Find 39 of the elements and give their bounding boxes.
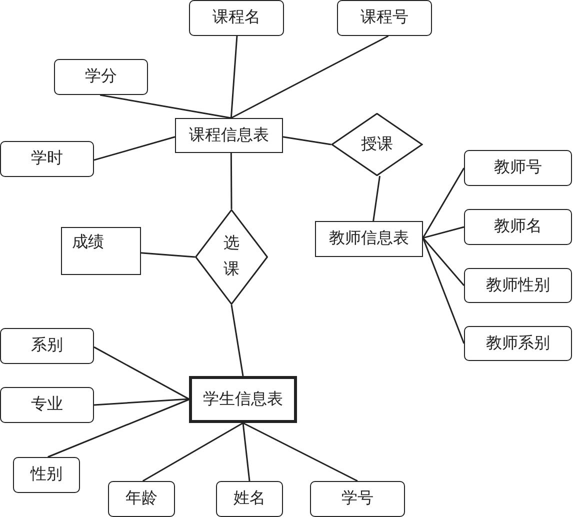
- connector-line: [230, 35, 389, 119]
- connector-line: [94, 398, 190, 406]
- connector-line: [230, 36, 238, 118]
- connector-line: [100, 94, 232, 119]
- connector-line: [422, 168, 465, 238]
- attribute-box: 专业: [0, 387, 94, 423]
- connector-line: [372, 176, 380, 222]
- connector-line: [140, 252, 196, 258]
- attribute-box: 教师系别: [464, 326, 572, 361]
- attribute-box: 姓名: [216, 481, 283, 517]
- attribute-box: 学时: [0, 141, 94, 177]
- attribute-box: 学分: [54, 59, 148, 95]
- attribute-box: 成绩: [61, 227, 141, 275]
- attribute-box: 性别: [13, 457, 80, 493]
- connector-line: [282, 136, 332, 146]
- attribute-box: 学号: [310, 481, 405, 517]
- attribute-box: 系别: [0, 328, 94, 364]
- attribute-box: 课程名: [189, 0, 284, 36]
- connector-line: [422, 226, 464, 239]
- attribute-box: 教师号: [464, 150, 572, 186]
- connector-line: [48, 398, 190, 458]
- connector-line: [242, 422, 250, 482]
- connector-line: [230, 153, 232, 209]
- entity-box: 课程信息表: [175, 118, 283, 153]
- connector-line: [230, 304, 244, 376]
- attribute-box: 年龄: [108, 481, 175, 517]
- entity-box: 教师信息表: [315, 221, 423, 257]
- attribute-box: 课程号: [337, 0, 432, 36]
- relationship-diamond: 授课: [331, 113, 423, 176]
- connector-line: [422, 238, 465, 344]
- connector-line: [422, 237, 465, 286]
- connector-line: [242, 422, 358, 482]
- connector-line: [94, 136, 176, 161]
- entity-box: 学生信息表: [189, 376, 297, 423]
- attribute-box: 教师性别: [464, 268, 572, 303]
- connector-line: [94, 346, 190, 400]
- relationship-diamond: 选课: [195, 209, 268, 305]
- attribute-box: 教师名: [464, 209, 572, 245]
- connector-line: [142, 422, 244, 482]
